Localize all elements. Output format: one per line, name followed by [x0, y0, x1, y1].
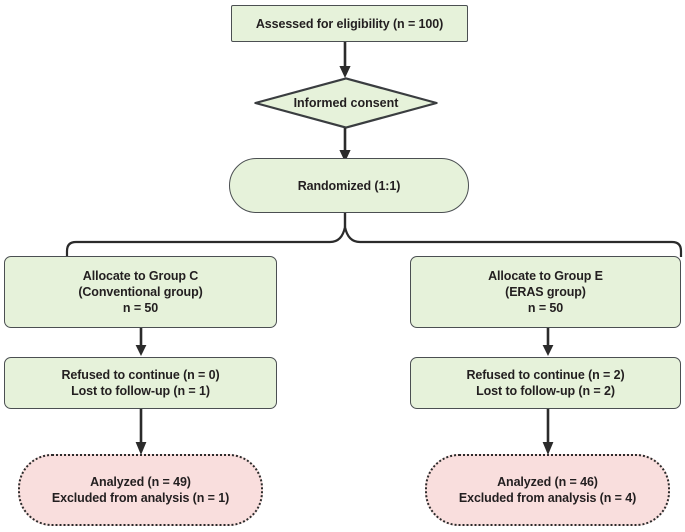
node-analyzed-group-c: Analyzed (n = 49) Excluded from analysis…: [18, 454, 263, 526]
node-analyzed-group-e: Analyzed (n = 46) Excluded from analysis…: [425, 454, 670, 526]
connector-allocate-c-to-attrition-c: [135, 328, 147, 356]
node-attrition-group-e: Refused to continue (n = 2) Lost to foll…: [410, 357, 681, 409]
node-informed-consent-label: Informed consent: [293, 96, 399, 110]
node-attrition-group-c: Refused to continue (n = 0) Lost to foll…: [4, 357, 277, 409]
connector-allocate-e-to-attrition-e: [542, 328, 554, 356]
node-allocate-group-c-label: Allocate to Group C (Conventional group)…: [78, 269, 203, 315]
node-informed-consent: Informed consent: [254, 77, 438, 129]
connector-attrition-c-to-analyzed-c: [135, 409, 147, 455]
node-analyzed-group-c-label: Analyzed (n = 49) Excluded from analysis…: [51, 475, 230, 505]
connector-assessed-to-consent: [339, 42, 351, 78]
connector-attrition-e-to-analyzed-e: [542, 409, 554, 455]
node-randomized: Randomized (1:1): [229, 158, 469, 213]
node-allocate-group-c: Allocate to Group C (Conventional group)…: [4, 256, 277, 328]
node-analyzed-group-e-label: Analyzed (n = 46) Excluded from analysis…: [458, 475, 637, 505]
node-attrition-group-e-label: Refused to continue (n = 2) Lost to foll…: [466, 368, 625, 398]
node-assessed-for-eligibility-label: Assessed for eligibility (n = 100): [255, 16, 444, 31]
diamond-shape: [254, 77, 438, 129]
node-attrition-group-c-label: Refused to continue (n = 0) Lost to foll…: [61, 368, 220, 398]
node-randomized-label: Randomized (1:1): [297, 178, 401, 193]
node-allocate-group-e: Allocate to Group E (ERAS group) n = 50: [410, 256, 681, 328]
node-assessed-for-eligibility: Assessed for eligibility (n = 100): [231, 5, 468, 42]
node-allocate-group-e-label: Allocate to Group E (ERAS group) n = 50: [488, 269, 603, 315]
